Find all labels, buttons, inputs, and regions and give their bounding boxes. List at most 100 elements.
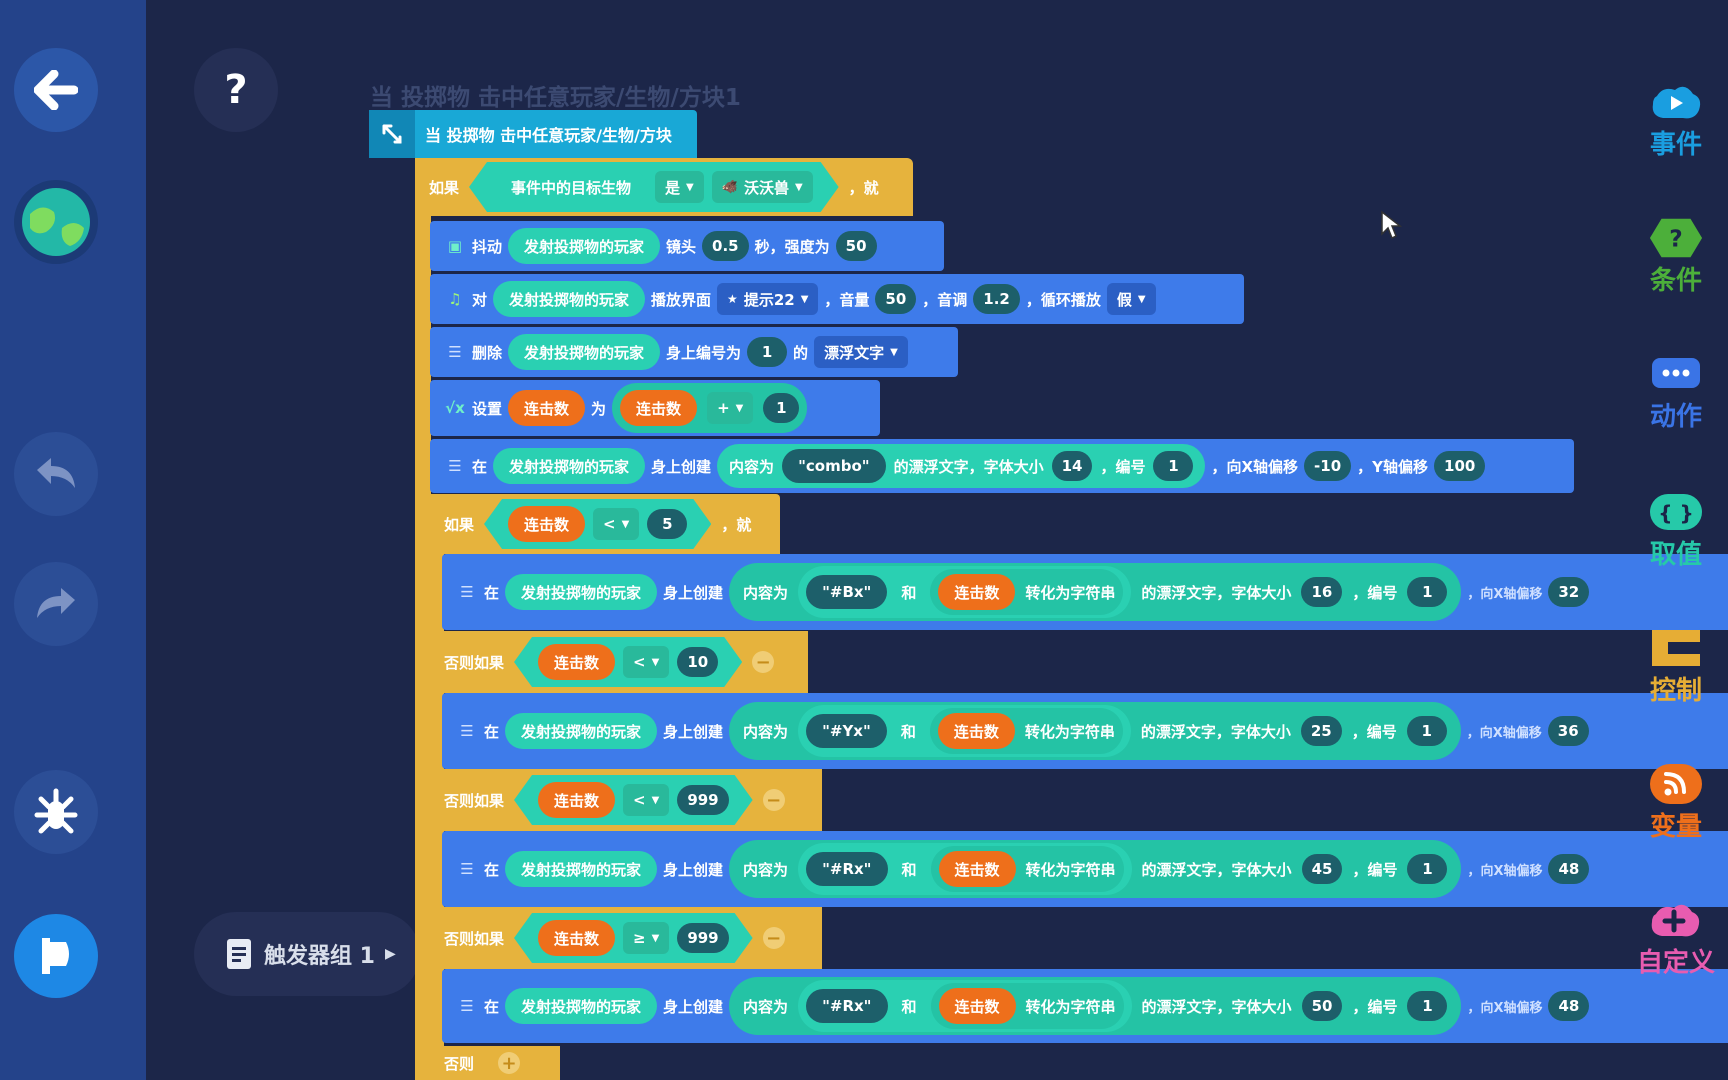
branch-content-pill[interactable]: 内容为 "#Rx" 和 连击数 转化为字符串 的漂浮文字，字体大小 50 ，编号… [729,977,1462,1035]
help-button[interactable]: ? [194,48,278,132]
world-button[interactable] [14,180,98,264]
else-if-op-dropdown[interactable]: <▼ [623,646,669,678]
branch-id-input[interactable]: 1 [1406,716,1447,746]
y-offset-input[interactable]: 100 [1434,451,1486,481]
back-button[interactable] [14,48,98,132]
create-player-pill[interactable]: 发射投掷物的玩家 [493,448,646,484]
branch-content-pill[interactable]: 内容为 "#Bx" 和 连击数 转化为字符串 的漂浮文字，字体大小 16 ，编号… [729,563,1462,621]
branch-player-pill[interactable]: 发射投掷物的玩家 [505,851,658,887]
shake-camera-block[interactable]: ▣ 抖动 发射投掷物的玩家 镜头 0.5 秒，强度为 50 [430,221,944,271]
else-header[interactable]: 否则 + [430,1046,560,1080]
create-combo-text-block[interactable]: ☰ 在 发射投掷物的玩家 身上创建 内容为 "combo" 的漂浮文字，字体大小… [430,439,1574,493]
combo-string-input[interactable]: "combo" [782,449,886,483]
event-block[interactable]: 当 投掷物 击中任意玩家/生物/方块 [369,110,697,158]
run-button[interactable] [14,914,98,998]
branch-id-input[interactable]: 1 [1407,991,1448,1021]
else-if-condition[interactable]: 连击数 ≥▼ 999 [514,913,753,963]
if-block-header[interactable]: 如果 事件中的目标生物 是▼ 🐗沃沃兽▼ ，就 [415,158,913,216]
branch-player-pill[interactable]: 发射投掷物的玩家 [505,574,658,610]
content-pill[interactable]: 内容为 "combo" 的漂浮文字，字体大小 14 ，编号 1 [717,444,1206,488]
remove-text-block[interactable]: ☰ 删除 发射投掷物的玩家 身上编号为 1 的 漂浮文字▼ [430,327,958,377]
shake-player-pill[interactable]: 发射投掷物的玩家 [508,228,661,264]
else-if-var-pill[interactable]: 连击数 [538,920,615,956]
branch-id-input[interactable]: 1 [1407,577,1448,607]
branch-var-pill[interactable]: 连击数 [938,574,1016,610]
else-if-header-1[interactable]: 否则如果 连击数 <▼ 10 − [430,631,808,693]
else-if-var-pill[interactable]: 连击数 [538,782,615,818]
trigger-group-button[interactable]: 触发器组 1 ▶ [194,912,420,996]
branch-x-input[interactable]: 32 [1548,577,1590,607]
target-entity-pill[interactable]: 事件中的目标生物 [495,169,647,205]
math-expression[interactable]: 连击数 +▼ 1 [612,383,808,433]
id-input[interactable]: 1 [1153,451,1194,481]
inner-if-header[interactable]: 如果 连击数 <▼ 5 ，就 [430,494,780,554]
x-offset-input[interactable]: -10 [1304,451,1352,481]
join-string-block[interactable]: "#Rx" 和 连击数 转化为字符串 [798,843,1132,895]
color-code-input[interactable]: "#Rx" [806,852,888,886]
else-if-condition[interactable]: 连击数 <▼ 999 [514,775,753,825]
else-if-header-2[interactable]: 否则如果 连击数 <▼ 999 − [430,769,822,831]
branch-font-input[interactable]: 16 [1301,577,1343,607]
undo-button[interactable] [14,432,98,516]
sound-player-pill[interactable]: 发射投掷物的玩家 [493,281,646,317]
branch-x-input[interactable]: 36 [1547,716,1589,746]
branch-create-text-block-1[interactable]: ☰ 在 发射投掷物的玩家 身上创建 内容为 "#Bx" 和 连击数 转化为字符串… [442,554,1728,630]
shake-seconds-input[interactable]: 0.5 [702,231,749,261]
font-size-input[interactable]: 14 [1051,451,1093,481]
category-custom[interactable]: 自定义 [1624,898,1728,979]
join-string-block[interactable]: "#Rx" 和 连击数 转化为字符串 [798,980,1132,1032]
else-if-value-input[interactable]: 10 [677,647,718,677]
else-if-condition[interactable]: 连击数 <▼ 10 [514,637,742,687]
shake-strength-input[interactable]: 50 [835,231,877,261]
branch-create-text-block-4[interactable]: ☰ 在 发射投掷物的玩家 身上创建 内容为 "#Rx" 和 连击数 转化为字符串… [442,969,1728,1043]
to-string-block[interactable]: 连击数 转化为字符串 [930,846,1124,892]
branch-id-input[interactable]: 1 [1407,854,1448,884]
condition-hexagon[interactable]: 事件中的目标生物 是▼ 🐗沃沃兽▼ [469,162,839,212]
inner-if-op-dropdown[interactable]: <▼ [593,508,639,540]
set-var-pill[interactable]: 连击数 [508,390,586,426]
join-string-block[interactable]: "#Yx" 和 连击数 转化为字符串 [798,705,1131,757]
math-op-dropdown[interactable]: +▼ [707,392,754,424]
else-if-op-dropdown[interactable]: ≥▼ [623,922,669,954]
else-if-header-3[interactable]: 否则如果 连击数 ≥▼ 999 − [430,907,822,969]
is-dropdown[interactable]: 是▼ [655,171,704,203]
inner-if-var-pill[interactable]: 连击数 [508,506,585,542]
remove-id-input[interactable]: 1 [747,337,788,367]
math-value-input[interactable]: 1 [763,393,800,423]
to-string-block[interactable]: 连击数 转化为字符串 [930,569,1124,615]
set-variable-block[interactable]: √x 设置 连击数 为 连击数 +▼ 1 [430,380,880,436]
remove-player-pill[interactable]: 发射投掷物的玩家 [508,334,661,370]
else-if-value-input[interactable]: 999 [677,923,728,953]
branch-player-pill[interactable]: 发射投掷物的玩家 [505,713,658,749]
redo-button[interactable] [14,562,98,646]
category-value[interactable]: { } 取值 [1624,490,1728,571]
color-code-input[interactable]: "#Yx" [806,714,887,748]
loop-dropdown[interactable]: 假▼ [1106,283,1156,315]
else-if-op-dropdown[interactable]: <▼ [623,784,669,816]
remove-type-dropdown[interactable]: 漂浮文字▼ [814,336,908,368]
volume-input[interactable]: 50 [875,284,917,314]
branch-x-input[interactable]: 48 [1548,854,1590,884]
pitch-input[interactable]: 1.2 [973,284,1020,314]
branch-var-pill[interactable]: 连击数 [937,713,1015,749]
mob-dropdown[interactable]: 🐗沃沃兽▼ [712,171,813,203]
remove-branch-button[interactable]: − [752,651,775,673]
branch-font-input[interactable]: 25 [1300,716,1342,746]
branch-create-text-block-3[interactable]: ☰ 在 发射投掷物的玩家 身上创建 内容为 "#Rx" 和 连击数 转化为字符串… [442,831,1728,907]
remove-branch-button[interactable]: − [762,927,785,949]
debug-button[interactable] [14,770,98,854]
play-sound-block[interactable]: ♫ 对 发射投掷物的玩家 播放界面 ★提示22▼ ，音量 50 ，音调 1.2 … [430,274,1244,324]
join-string-block[interactable]: "#Bx" 和 连击数 转化为字符串 [798,566,1132,618]
branch-font-input[interactable]: 50 [1301,991,1343,1021]
category-action[interactable]: 动作 [1624,352,1728,433]
category-variable[interactable]: 变量 [1624,762,1728,843]
category-event[interactable]: 事件 [1624,80,1728,161]
to-string-block[interactable]: 连击数 转化为字符串 [929,708,1123,754]
branch-font-input[interactable]: 45 [1301,854,1343,884]
color-code-input[interactable]: "#Bx" [806,575,888,609]
add-branch-button[interactable]: + [498,1052,521,1074]
inner-if-value-input[interactable]: 5 [647,509,687,539]
branch-var-pill[interactable]: 连击数 [938,988,1016,1024]
branch-player-pill[interactable]: 发射投掷物的玩家 [505,988,658,1024]
branch-var-pill[interactable]: 连击数 [938,851,1016,887]
